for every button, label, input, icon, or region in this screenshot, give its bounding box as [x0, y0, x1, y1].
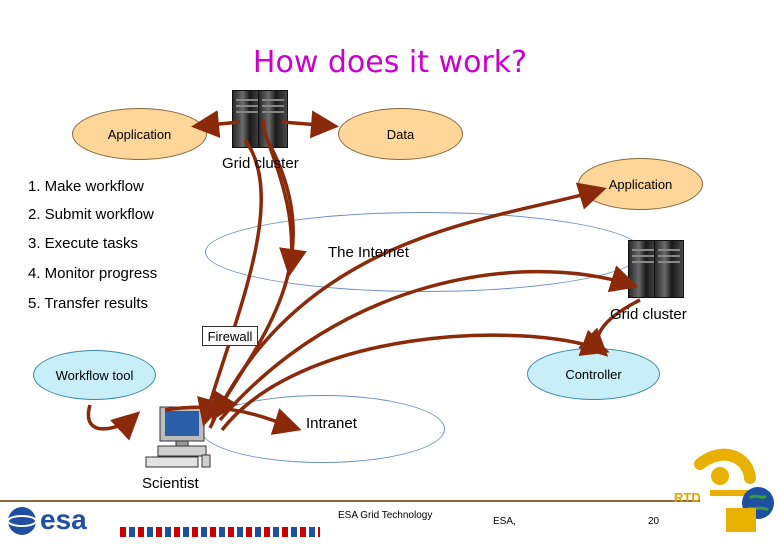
intranet-label: Intranet: [306, 415, 357, 432]
workflow-tool-label: Workflow tool: [55, 367, 134, 383]
page-number: 20: [648, 516, 660, 527]
esa-logo: esa: [0, 502, 112, 538]
step-4: 4. Monitor progress: [28, 265, 158, 282]
application-right-label: Application: [608, 176, 673, 192]
step-2: 2. Submit workflow: [28, 206, 154, 223]
step-1: 1. Make workflow: [28, 178, 144, 195]
application-left-label: Application: [107, 126, 172, 142]
firewall-label: Firewall: [202, 326, 258, 346]
footer-center-text: ESA Grid Technology: [338, 510, 433, 521]
grid-cluster-right-label: Grid cluster: [610, 306, 687, 323]
data-node: Data: [338, 108, 463, 160]
rtd-logo: RTD: [670, 448, 778, 540]
footer-divider: [0, 500, 700, 502]
step-5: 5. Transfer results: [28, 295, 149, 312]
grid-cluster-right-server-icon-2: [654, 240, 684, 298]
application-left-node: Application: [72, 108, 207, 160]
grid-cluster-top-server-icon-2: [258, 90, 288, 148]
the-internet-label: The Internet: [328, 244, 409, 261]
controller-label: Controller: [565, 366, 622, 382]
grid-cluster-top-server-icon: [232, 90, 262, 148]
grid-cluster-top-label: Grid cluster: [222, 155, 299, 172]
slide-title: How does it work?: [252, 45, 528, 80]
footer-org: ESA,: [493, 516, 516, 527]
member-flags-strip: [120, 527, 320, 537]
data-label: Data: [386, 126, 415, 142]
esa-logo-text: esa: [40, 504, 87, 535]
scientist-label: Scientist: [142, 475, 199, 492]
workflow-tool-node: Workflow tool: [33, 350, 156, 400]
microscope-icon: [694, 448, 774, 532]
rtd-text: RTD: [674, 490, 701, 505]
scientist-computer-icon: [145, 406, 211, 468]
step-3: 3. Execute tasks: [28, 235, 139, 252]
esa-globe-icon: [7, 507, 37, 535]
